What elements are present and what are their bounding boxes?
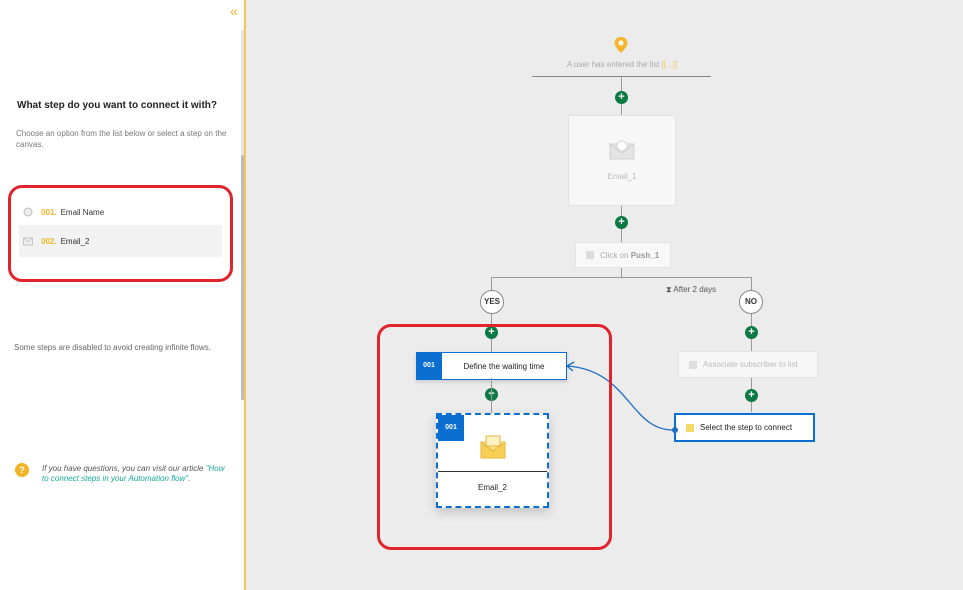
help-text: If you have questions, you can visit our… [42,464,227,484]
select-step-node[interactable]: Select the step to connect [674,413,815,442]
connector-line [751,277,752,412]
wait-step-label: Define the waiting time [463,361,545,371]
click-target: Push_1 [630,250,660,260]
help-suffix: . [188,474,191,483]
sidebar: « What step do you want to connect it wi… [0,0,246,590]
help-prefix: If you have questions, you can visit our… [42,464,206,473]
trigger-underline [532,76,711,77]
email-icon [23,237,33,246]
disabled-steps-note: Some steps are disabled to avoid creatin… [14,343,211,352]
trigger-label: A user has entered the list [566,60,662,69]
option-email-name[interactable]: 001. Email Name [19,196,222,228]
step-number-tag: 001 [438,415,464,441]
email-2-label: Email_2 [478,483,507,492]
checkbox-icon [586,251,594,259]
collapse-sidebar-icon[interactable]: « [230,3,238,19]
highlight-options-box [8,185,233,282]
node-divider [438,471,547,472]
help-article-link[interactable]: "How to connect steps in your Automation… [42,464,225,483]
trigger-text[interactable]: A user has entered the list [[...]] [532,60,712,69]
panel-subtitle: Choose an option from the list below or … [16,129,227,149]
wait-duration: ⧗ After 2 days [666,285,716,295]
note-icon [686,423,694,432]
connector-line [491,378,492,414]
add-step-button[interactable]: + [745,389,758,402]
add-step-button[interactable]: + [745,326,758,339]
email-icon [609,140,635,160]
connection-arrow [566,361,678,433]
add-step-button[interactable]: + [615,216,628,229]
step-number-tag: 001 [416,353,442,379]
click-label: Click on [600,250,631,260]
trigger-list-token: [[...]] [661,60,678,69]
option-email-2[interactable]: 002. Email_2 [19,225,222,257]
email-icon [480,435,506,459]
scrollbar-thumb[interactable] [241,155,244,400]
add-step-button[interactable]: + [615,91,628,104]
no-branch-badge: NO [739,290,763,314]
highlight-canvas-box [377,324,612,550]
click-push-node: Click on Push_1 [575,242,671,268]
connector-line [491,277,492,412]
location-pin-icon [614,37,628,53]
add-step-button[interactable]: + [485,326,498,339]
email-2-node[interactable]: 001 Email_2 [436,413,549,508]
option-number: 002. [41,236,57,246]
email-1-node: Email_1 [568,115,676,206]
help-bubble-icon: ? [15,463,29,477]
option-label: Email Name [60,207,105,217]
wait-step-node[interactable]: 001 Define the waiting time [416,352,567,380]
option-number: 001. [41,207,57,217]
panel-title: What step do you want to connect it with… [17,100,217,111]
wait-duration-label: After 2 days [673,285,717,294]
checkbox-icon [689,360,697,369]
email-1-label: Email_1 [607,172,637,181]
associate-subscriber-node: Associate subscriber to list [678,351,818,378]
yes-branch-badge: YES [480,290,504,314]
select-step-label: Select the step to connect [700,423,793,432]
option-label: Email_2 [60,236,90,246]
radio-icon [23,207,33,217]
branch-line [491,277,752,278]
hourglass-icon: ⧗ [666,285,672,294]
associate-label: Associate subscriber to list [703,360,798,369]
